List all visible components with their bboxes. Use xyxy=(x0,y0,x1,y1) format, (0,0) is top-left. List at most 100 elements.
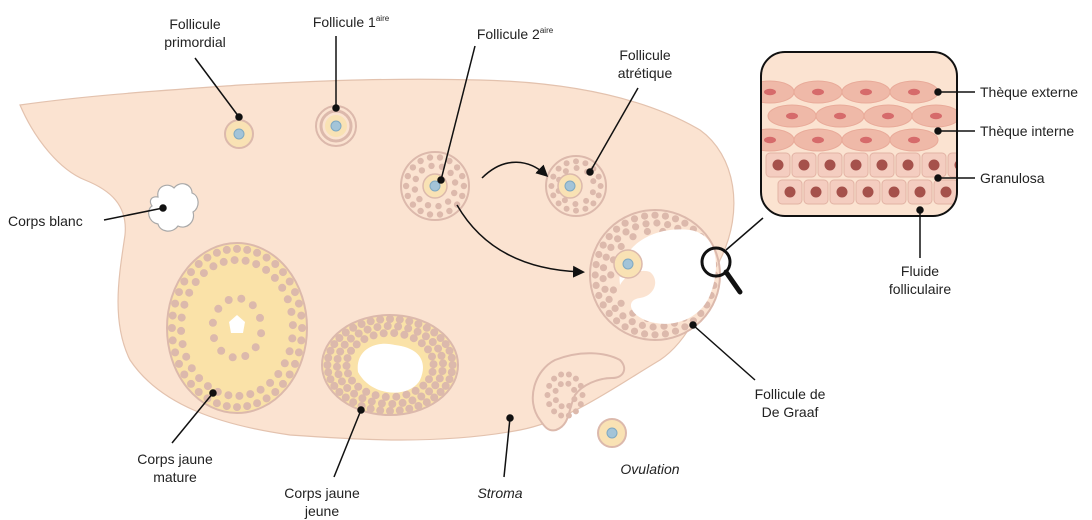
granulosa-dot xyxy=(279,380,287,388)
granulosa-dot xyxy=(598,183,604,189)
granulosa-dot xyxy=(403,183,409,189)
granulosa-dot xyxy=(622,220,629,227)
granulosa-dot xyxy=(284,295,292,303)
granulosa-dot xyxy=(653,219,660,226)
granulosa-dot xyxy=(641,330,648,337)
granulosa-dot xyxy=(590,189,596,195)
granulosa-dot xyxy=(613,226,620,233)
granulosa-dot xyxy=(600,275,607,282)
granulosa-dot xyxy=(335,370,343,378)
granulosa-dot xyxy=(618,243,625,250)
granulosa-dot xyxy=(180,301,188,309)
granulosa-dot xyxy=(257,386,265,394)
granulosa-dot xyxy=(266,379,274,387)
granulosa-dot xyxy=(545,392,551,398)
granulosa-dot xyxy=(243,246,251,254)
granulosa-dot xyxy=(435,203,441,209)
theca-nucleus xyxy=(908,137,920,143)
granulosa-dot xyxy=(664,221,671,228)
granulosa-dot xyxy=(596,192,602,198)
granulosa-dot xyxy=(600,264,607,271)
granulosa-dot xyxy=(386,315,394,323)
granulosa-dot xyxy=(571,387,577,393)
granulosa-dot xyxy=(642,220,649,227)
granulosa-dot xyxy=(362,388,370,396)
granulosa-dot xyxy=(590,200,596,206)
granulosa-dot xyxy=(571,396,577,402)
granulosa-dot xyxy=(252,260,260,268)
granulosa-dot xyxy=(419,167,425,173)
granulosa-dot xyxy=(590,178,596,184)
label-theque-externe: Thèque externe xyxy=(980,83,1078,101)
theca-nucleus xyxy=(860,137,872,143)
granulosa-dot xyxy=(448,368,456,376)
granulosa-dot xyxy=(573,376,579,382)
granulosa-dot xyxy=(210,334,218,342)
granulosa-dot xyxy=(574,165,580,171)
label-stroma: Stroma xyxy=(455,484,545,502)
theca-nucleus xyxy=(764,89,776,95)
granulosa-dot xyxy=(551,376,557,382)
granulosa-dot xyxy=(380,329,388,337)
granulosa-dot xyxy=(422,332,430,340)
granulosa-dot xyxy=(373,323,381,331)
granulosa-dot xyxy=(396,316,404,324)
granulosa-dot xyxy=(372,391,380,399)
granulosa-nucleus xyxy=(825,160,836,171)
theca-nucleus xyxy=(860,89,872,95)
granulosa-dot xyxy=(253,249,261,257)
granulosa-dot xyxy=(546,383,552,389)
granulosa-dot xyxy=(297,312,305,320)
atretic-follicle xyxy=(546,156,606,216)
granulosa-dot xyxy=(203,254,211,262)
granulosa-dot xyxy=(445,198,451,204)
granulosa-dot xyxy=(343,384,351,392)
granulosa-dot xyxy=(354,383,362,391)
granulosa-dot xyxy=(437,211,443,217)
granulosa-dot xyxy=(414,320,422,328)
granulosa-dot xyxy=(353,340,361,348)
granulosa-dot xyxy=(237,295,245,303)
granulosa-dot xyxy=(327,347,335,355)
granulosa-dot xyxy=(452,179,458,185)
granulosa-dot xyxy=(641,213,648,220)
granulosa-dot xyxy=(217,347,225,355)
granulosa-dot xyxy=(175,288,183,296)
granulosa-dot xyxy=(233,245,241,253)
granulosa-nucleus xyxy=(811,187,822,198)
granulosa-dot xyxy=(572,201,578,207)
granulosa-dot xyxy=(291,360,299,368)
granulosa-dot xyxy=(246,390,254,398)
granulosa-dot xyxy=(263,254,271,262)
granulosa-dot xyxy=(447,170,453,176)
granulosa-dot xyxy=(402,391,410,399)
label-theque-interne: Thèque interne xyxy=(980,122,1074,140)
granulosa-nucleus xyxy=(903,160,914,171)
granulosa-dot xyxy=(580,392,586,398)
granulosa-dot xyxy=(430,394,438,402)
granulosa-dot xyxy=(213,399,221,407)
granulosa-nucleus xyxy=(877,160,888,171)
primary-follicle xyxy=(316,106,356,146)
granulosa-dot xyxy=(436,374,444,382)
granulosa-dot xyxy=(286,371,294,379)
granulosa-dot xyxy=(330,382,338,390)
granulosa-dot xyxy=(342,329,350,337)
granulosa-dot xyxy=(400,331,408,339)
granulosa-dot xyxy=(564,206,570,212)
granulosa-dot xyxy=(632,223,639,230)
granulosa-dot xyxy=(417,393,425,401)
granulosa-dot xyxy=(431,381,439,389)
granulosa-dot xyxy=(195,374,203,382)
granulosa-dot xyxy=(412,387,420,395)
granulosa-dot xyxy=(187,268,195,276)
granulosa-dot xyxy=(442,340,450,348)
de-graaf-follicle xyxy=(590,210,720,340)
granulosa-dot xyxy=(370,331,378,339)
granulosa-dot xyxy=(413,176,419,182)
granulosa-dot xyxy=(430,360,438,368)
granulosa-dot xyxy=(204,382,212,390)
granulosa-dot xyxy=(558,381,564,387)
